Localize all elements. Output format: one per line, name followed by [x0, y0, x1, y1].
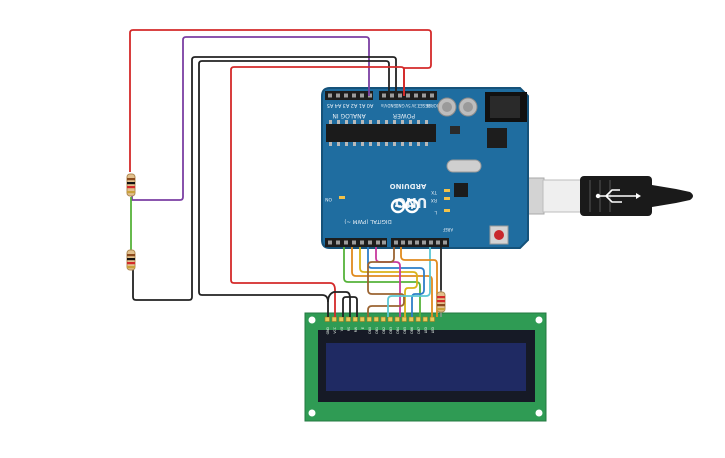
pin-label-a1: A1: [359, 102, 366, 108]
pin-label-a3: A3: [343, 102, 350, 108]
resistor-3[interactable]: [436, 290, 446, 317]
aref-label: AREF: [442, 227, 453, 232]
led-label-rx: RX: [431, 197, 437, 203]
wire-red-lcd-vcc[interactable]: [230, 66, 405, 317]
pin-label-gnd-1: GND: [387, 103, 396, 108]
pin-label-a0: A0: [367, 102, 374, 108]
wire-cyan-d13[interactable]: [387, 247, 431, 317]
wire-purple-divider[interactable]: [131, 36, 370, 201]
wire-orange-d3[interactable]: [351, 247, 433, 317]
lcd-pin-label-15: LED: [424, 326, 428, 333]
lcd-pin-label-16: LED: [431, 326, 435, 333]
lcd-pin-header: [324, 316, 435, 322]
wire-black-rw[interactable]: [342, 296, 358, 317]
pin-label-ioref: IOREF: [425, 103, 438, 108]
pin-label-a4: A4: [335, 102, 342, 108]
lcd-screen: [326, 343, 526, 391]
pin-label-vin: Vin: [380, 103, 387, 108]
arduino-brand-label: ARDUINO: [390, 182, 427, 190]
wire-black-gnd-2[interactable]: [198, 60, 390, 317]
lcd-pin-label-13: DB6: [410, 327, 414, 334]
wire-yellow-d4[interactable]: [359, 247, 418, 317]
pin-label-a5: A5: [327, 102, 334, 108]
led-label-l: L: [434, 209, 437, 215]
lcd-pin-label-12: DB5: [403, 327, 407, 334]
led-label-on: ON: [325, 196, 332, 202]
usb-cable[interactable]: [487, 176, 693, 216]
lcd-pin-label-1: GND: [326, 326, 330, 334]
usb-interface-chip: [454, 183, 468, 197]
lcd-pin-label-14: DB7: [417, 327, 421, 334]
resistor-1[interactable]: [126, 173, 136, 197]
power-jack: [485, 92, 527, 122]
lcd-16x2-module[interactable]: GND VCC V0 RS RW E DB0 DB1 DB2 DB3 DB4 D…: [304, 312, 547, 422]
lcd-pin-label-9: DB2: [382, 327, 386, 334]
crystal-oscillator: [446, 159, 482, 173]
lcd-pin-label-10: DB3: [389, 327, 393, 334]
arduino-logo-icon: [390, 198, 420, 214]
lcd-pin-label-11: DB4: [396, 327, 400, 334]
wire-black-lcd-ground-short[interactable]: [327, 291, 351, 317]
lcd-pin-label-7: DB0: [368, 327, 372, 334]
lcd-pin-label-8: DB1: [375, 327, 379, 334]
power-label: POWER: [393, 112, 415, 119]
wire-red-5v-to-resistor[interactable]: [129, 29, 432, 172]
resistor-2[interactable]: [126, 249, 136, 271]
pin-label-reset: RESET: [417, 103, 430, 108]
reset-button[interactable]: [489, 225, 509, 245]
lcd-pin-label-3: V0: [340, 327, 344, 331]
lcd-pin-label-5: RW: [354, 326, 358, 332]
wire-blue-d5[interactable]: [367, 247, 425, 317]
capacitors: [437, 97, 478, 117]
pin-label-5v: 5V: [405, 103, 411, 108]
pin-label-3v3: 3.3V: [411, 103, 420, 108]
wire-black-gnd-1[interactable]: [132, 56, 397, 301]
arduino-uno-board[interactable]: A5 A4 A3 A2 A1 A0 Vin GND GND 5V 3.3V RE…: [321, 87, 529, 249]
led-label-tx: TX: [431, 189, 438, 195]
lcd-pin-label-4: RS: [347, 327, 351, 331]
pin-label-gnd-2: GND: [395, 103, 404, 108]
lcd-pin-label-6: E: [361, 327, 365, 329]
wire-orange-short[interactable]: [400, 247, 438, 317]
analog-in-label: ANALOG IN: [332, 112, 365, 119]
digital-pwm-label: DIGITAL (PWM ~): [344, 218, 391, 224]
voltage-regulator: [487, 128, 507, 148]
wire-green-d2[interactable]: [343, 247, 421, 317]
analog-header: [325, 91, 373, 100]
atmega-chip: [326, 120, 436, 146]
wire-brown-d12[interactable]: [367, 247, 405, 317]
pin-label-a2: A2: [351, 102, 358, 108]
usb-icon: [598, 189, 636, 203]
lcd-pin-label-2: VCC: [333, 326, 337, 333]
digital-header-high: [391, 238, 449, 247]
